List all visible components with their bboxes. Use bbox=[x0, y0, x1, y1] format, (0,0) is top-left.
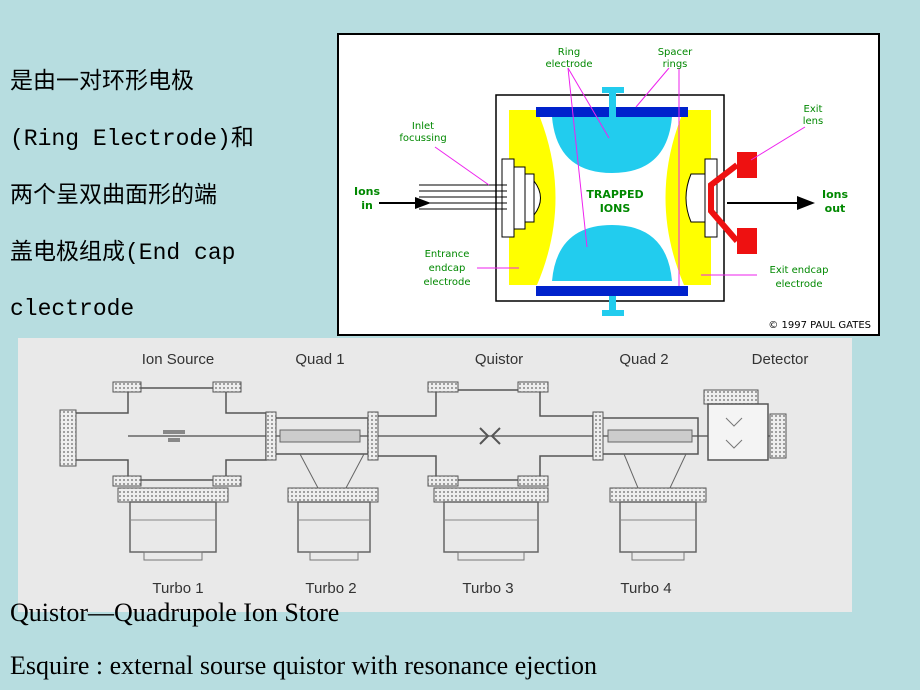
intro-conjunction: 和 bbox=[230, 125, 254, 151]
exit-lens-label-line2: lens bbox=[803, 116, 823, 127]
ring-leader-2 bbox=[567, 67, 588, 248]
ring-feed-top-post bbox=[609, 91, 616, 117]
ring-feed-top-cap bbox=[602, 87, 624, 93]
inlet-label-line1: Inlet bbox=[412, 121, 434, 132]
spacer-label-line1: Spacer bbox=[658, 47, 693, 58]
ions-in-arrow-head bbox=[415, 197, 431, 209]
ring-feed-bottom-cap bbox=[602, 310, 624, 316]
ions-out-label-line2: out bbox=[825, 202, 846, 215]
detector-assembly bbox=[703, 389, 787, 461]
ions-in-label-line1: Ions bbox=[354, 185, 380, 198]
turbo-pump-3 bbox=[433, 487, 549, 561]
exit-lens-red-bracket bbox=[708, 162, 740, 243]
turbo-pump-1 bbox=[117, 487, 229, 561]
spacer-ring-lower bbox=[536, 286, 688, 296]
label-quistor: Quistor bbox=[475, 351, 523, 368]
ring-electrode-lower bbox=[552, 225, 672, 281]
exit-endcap-label-line2: electrode bbox=[775, 279, 822, 290]
label-detector: Detector bbox=[752, 351, 809, 368]
intro-line-4: 盖电极组成(End cap bbox=[10, 229, 300, 286]
inlet-lens-plate-1 bbox=[501, 158, 515, 238]
inlet-lens-plate-3 bbox=[524, 173, 535, 223]
ring-leader-1 bbox=[567, 67, 610, 139]
exit-lens-label-line1: Exit bbox=[804, 104, 823, 115]
turbo-pump-4 bbox=[609, 453, 707, 561]
inlet-leader bbox=[434, 146, 490, 186]
trapped-ions-label-line1: TRAPPED bbox=[586, 188, 643, 201]
copyright-note: © 1997 PAUL GATES bbox=[768, 320, 871, 331]
quad-1-section bbox=[265, 411, 379, 461]
spacer-label-line2: rings bbox=[663, 59, 688, 70]
label-turbo-3: Turbo 3 bbox=[462, 580, 513, 597]
intro-end-cap-term: (End cap bbox=[125, 240, 236, 266]
turbo-pump-2 bbox=[287, 453, 379, 561]
entrance-label-line2: endcap bbox=[429, 263, 466, 274]
inlet-lens-plate-2 bbox=[513, 166, 526, 230]
ring-label-line1: Ring bbox=[558, 47, 580, 58]
ions-out-arrow-head bbox=[797, 196, 815, 210]
caption-esquire-definition: Esquire : external sourse quistor with r… bbox=[10, 651, 597, 680]
entrance-label-line3: electrode bbox=[423, 277, 470, 288]
label-ion-source: Ion Source bbox=[142, 351, 215, 368]
exit-lens-block-lower bbox=[737, 228, 757, 254]
ring-feed-bottom-post bbox=[609, 296, 616, 312]
spacer-leader-1 bbox=[635, 67, 670, 108]
quistor-chamber bbox=[378, 381, 594, 487]
intro-text: 是由一对环形电极 (Ring Electrode)和 两个呈双曲面形的端 盖电极… bbox=[10, 58, 300, 343]
intro-line-3: 两个呈双曲面形的端 bbox=[10, 182, 217, 208]
intro-ring-electrode-term: (Ring Electrode) bbox=[10, 126, 231, 152]
quad-2-section bbox=[592, 411, 699, 461]
trapped-ions-label-line2: IONS bbox=[600, 202, 631, 215]
label-quad-1: Quad 1 bbox=[295, 351, 344, 368]
caption-quistor-definition: Quistor—Quadrupole Ion Store bbox=[10, 598, 340, 627]
ions-out-label-line1: Ions bbox=[822, 188, 848, 201]
ring-electrode-upper bbox=[552, 117, 672, 173]
exit-lens-leader bbox=[750, 126, 806, 161]
inlet-label-line2: focussing bbox=[399, 133, 446, 144]
ring-label-line2: electrode bbox=[545, 59, 592, 70]
entrance-label-line1: Entrance bbox=[425, 249, 470, 260]
ion-source-chamber bbox=[59, 381, 267, 487]
label-turbo-2: Turbo 2 bbox=[305, 580, 356, 597]
intro-line-5: clectrode bbox=[10, 296, 135, 322]
ion-trap-diagram: Ring electrode Spacer rings Exit lens In… bbox=[337, 33, 880, 336]
intro-line-4-chinese: 盖电极组成 bbox=[10, 239, 125, 265]
exit-endcap-label-line1: Exit endcap bbox=[770, 265, 829, 276]
instrument-schematic: Ion Source Quad 1 Quistor Quad 2 Detecto… bbox=[18, 338, 852, 612]
exit-lens-block-upper bbox=[737, 152, 757, 178]
label-quad-2: Quad 2 bbox=[619, 351, 668, 368]
intro-line-2: (Ring Electrode)和 bbox=[10, 115, 300, 172]
label-turbo-1: Turbo 1 bbox=[152, 580, 203, 597]
ions-in-label-line2: in bbox=[361, 199, 373, 212]
label-turbo-4: Turbo 4 bbox=[620, 580, 671, 597]
exit-lens-plate-inner bbox=[685, 173, 706, 223]
intro-line-1: 是由一对环形电极 bbox=[10, 68, 194, 94]
inlet-lens-tip bbox=[533, 179, 541, 217]
